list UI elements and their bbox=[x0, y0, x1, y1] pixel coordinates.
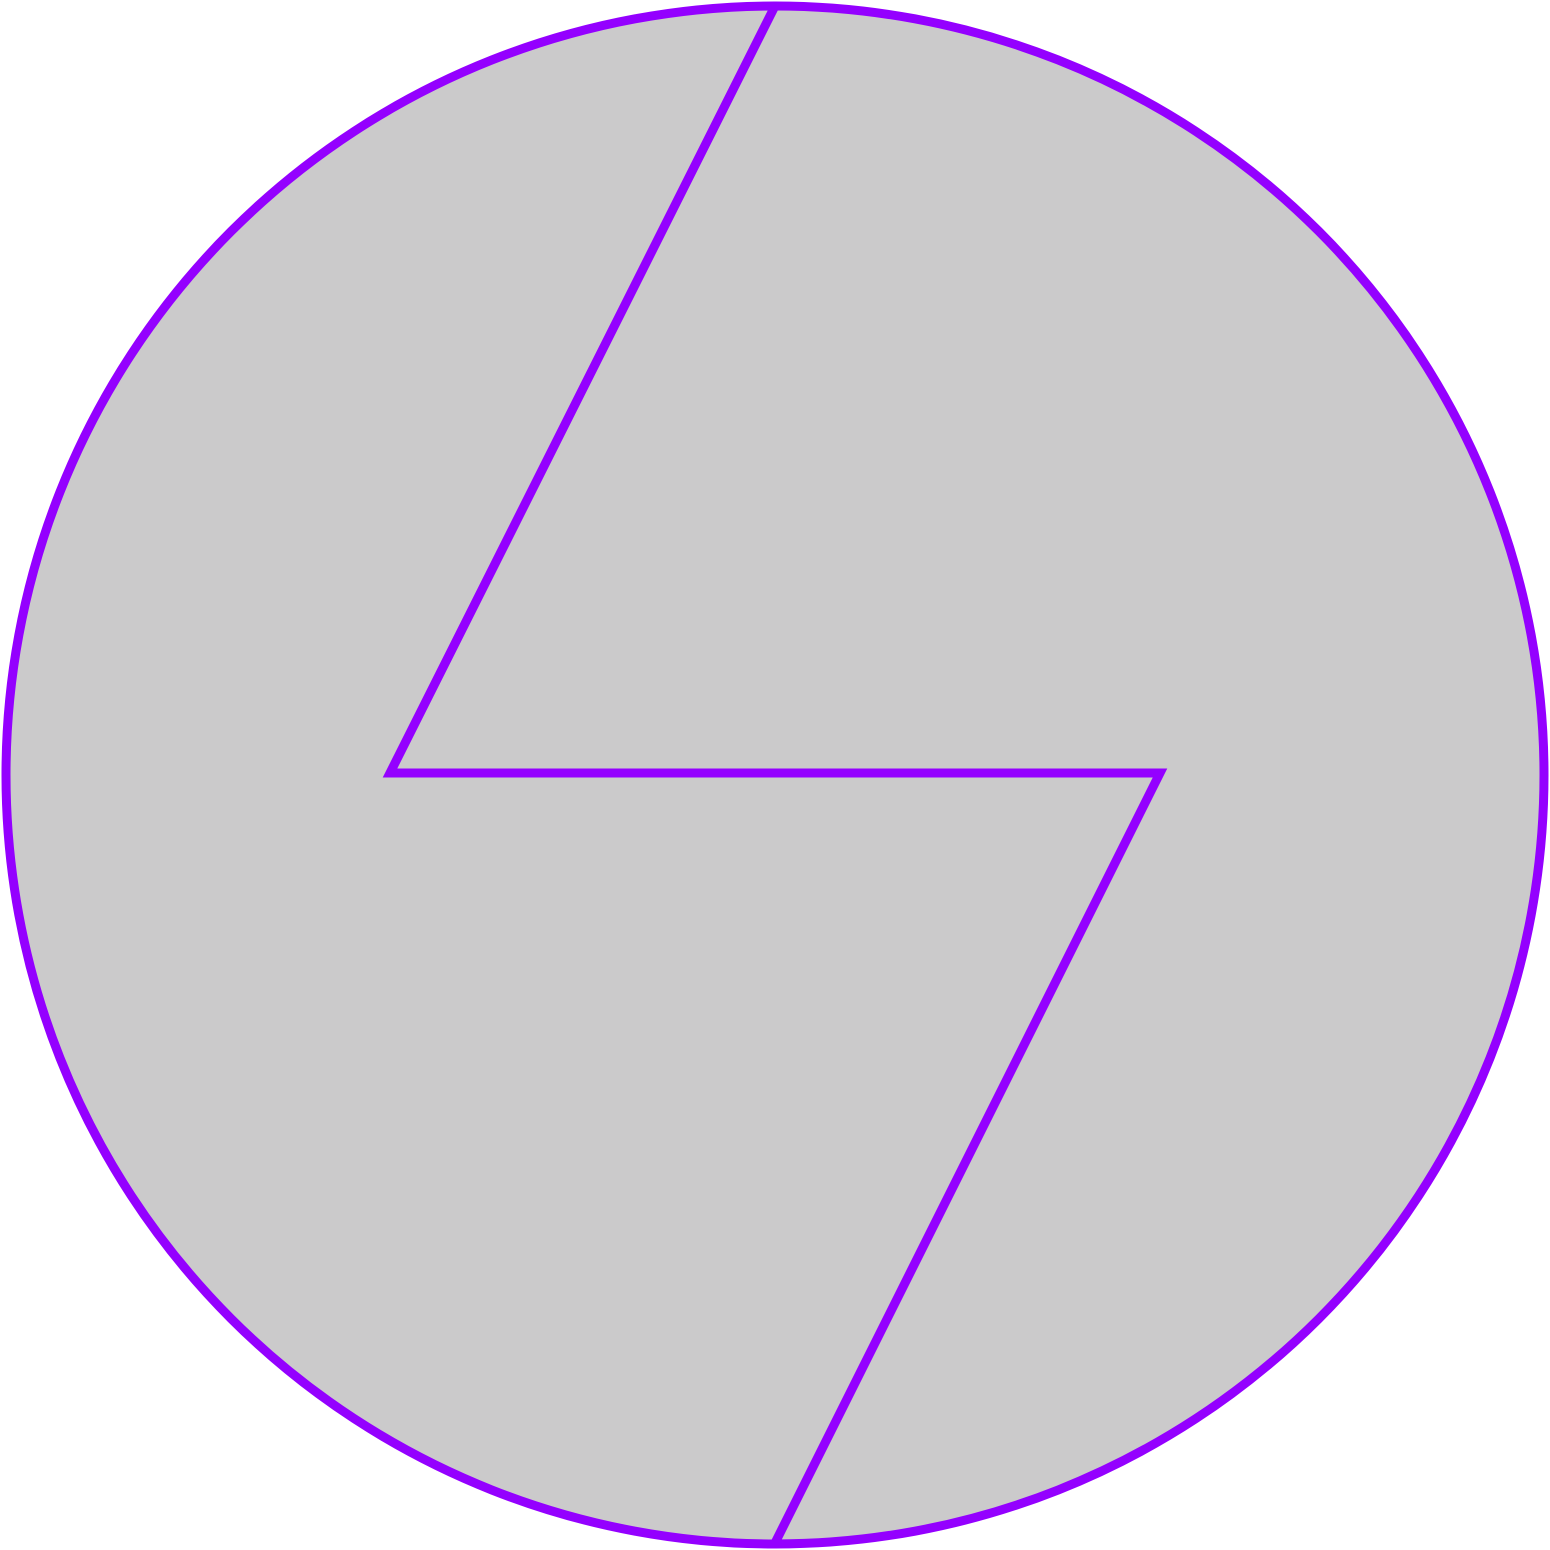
zigzag-line bbox=[382, 3, 1168, 1546]
